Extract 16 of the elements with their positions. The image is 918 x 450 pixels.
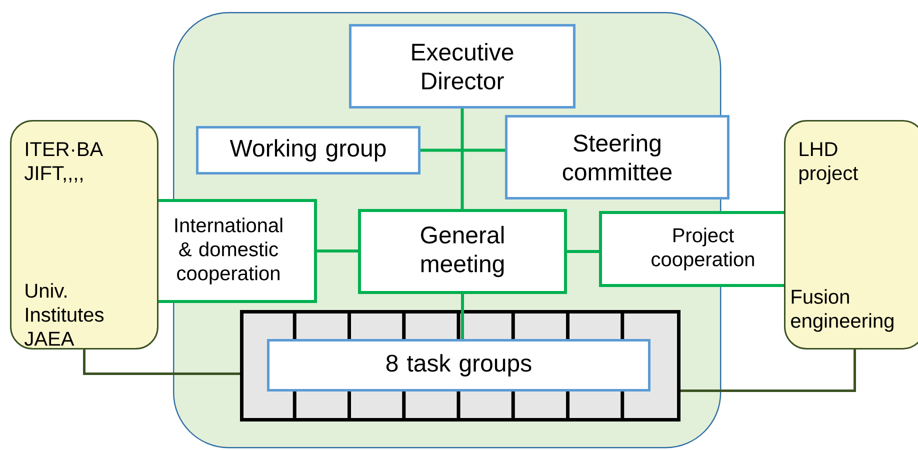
connector-line: [567, 250, 599, 253]
org-box: International & domestic cooperation: [140, 199, 317, 303]
org-box: Steering committee: [505, 115, 730, 200]
connector-line: [460, 108, 464, 209]
connector-line: [680, 350, 856, 392]
org-box: Executive Director: [349, 24, 576, 108]
connector-line: [420, 148, 505, 152]
org-box: 8 task groups: [267, 339, 650, 392]
org-box: General meeting: [358, 209, 567, 294]
connector-line: [83, 350, 240, 375]
org-box: Project cooperation: [599, 211, 807, 287]
partner-box: ITER·BA JIFT,,,, Univ. Institutes JAEA: [10, 120, 158, 350]
connector-line: [317, 250, 358, 252]
partner-box: LHD project Fusion engineering: [784, 120, 918, 350]
org-box: Working group: [196, 126, 420, 174]
connector-line: [461, 294, 464, 339]
